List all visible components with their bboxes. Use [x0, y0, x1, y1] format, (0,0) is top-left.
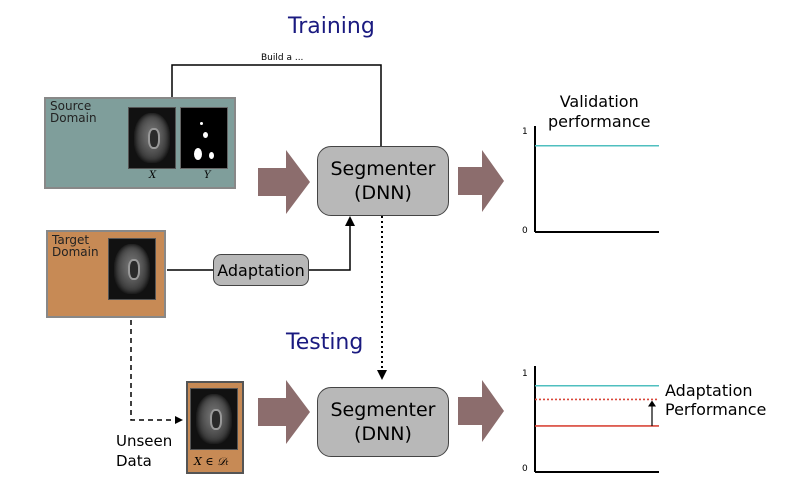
build-connector: [171, 64, 382, 146]
unseen-data-label: Unseen Data: [116, 432, 173, 470]
adaptation-to-segmenter-arrow: [309, 216, 355, 271]
unseen-mri-image: [190, 388, 238, 450]
adaptation-node: Adaptation: [213, 254, 309, 286]
training-segmenter-node: Segmenter (DNN): [317, 146, 449, 216]
testing-segmenter-node: Segmenter (DNN): [317, 387, 449, 457]
training-heading: Training: [288, 14, 375, 39]
unseen-to-segmenter-arrow: [258, 380, 310, 444]
target-mri-image: [108, 238, 156, 300]
adaptation-gap-arrowhead: [648, 400, 656, 407]
unseen-math-label: X ∈ 𝒟ₜ: [194, 455, 229, 468]
target-domain-label: Target Domain: [52, 233, 99, 259]
validation-chart: [534, 126, 659, 233]
build-label: Build a ...: [261, 53, 304, 63]
segmenter-to-adaptation-arrow: [458, 380, 504, 442]
source-to-segmenter-arrow: [258, 150, 310, 214]
validation-tick-1: 1: [522, 127, 528, 137]
adaptation-tick-1: 1: [522, 369, 528, 379]
source-mask-image: [180, 107, 228, 169]
source-mri-image: [128, 107, 176, 169]
y-label: Y: [204, 170, 211, 181]
source-domain-label: Source Domain: [50, 99, 97, 125]
x-label: X: [149, 170, 157, 181]
dashed-unseen-arrow: [130, 320, 183, 424]
testing-heading: Testing: [286, 330, 364, 355]
adaptation-chart: [534, 366, 659, 473]
validation-tick-0: 0: [522, 226, 528, 236]
segmenter-to-validation-arrow: [458, 150, 504, 212]
adaptation-tick-0: 0: [522, 464, 528, 474]
validation-chart-title: Validation performance: [548, 92, 651, 131]
adaptation-performance-label: Adaptation Performance: [665, 381, 767, 419]
